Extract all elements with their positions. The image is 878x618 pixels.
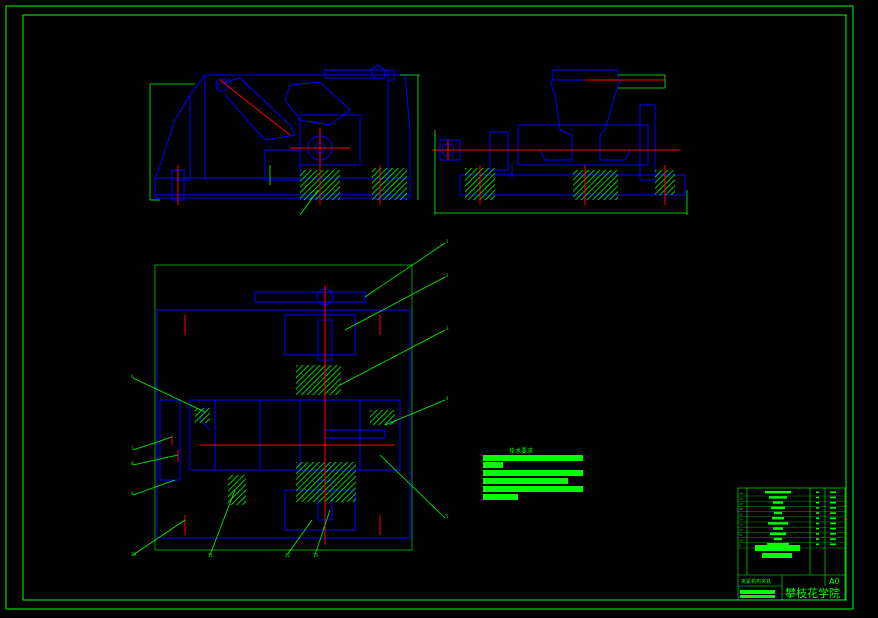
parts-list-qty [816, 512, 819, 514]
parts-list-material [830, 512, 836, 514]
parts-list-number: 15 [739, 512, 743, 516]
parts-list-qty [816, 507, 819, 509]
parts-list-number: 18 [739, 497, 743, 501]
parts-list-name [771, 506, 785, 509]
parts-list-name [773, 527, 783, 530]
part-number-label: 5 [446, 514, 449, 519]
part-number-label: 1 [446, 239, 449, 244]
parts-list-number: 10 [739, 538, 743, 542]
part-number-label: 4 [446, 396, 449, 401]
parts-list-material [830, 533, 836, 535]
parts-list-material [830, 491, 836, 494]
front-view-dimensions [149, 74, 420, 216]
parts-list-number: 14 [739, 518, 743, 522]
part-number-label: 12 [285, 553, 291, 558]
parts-list-number: 12 [739, 528, 743, 532]
top-view-hatch-right-jaw [370, 410, 395, 425]
tech-requirements-heading: 技术要求 [509, 447, 533, 455]
parts-list-material [830, 527, 836, 530]
front-view-hatch-right [372, 168, 407, 200]
parts-list-number: 16 [739, 507, 743, 511]
title-block-fill [740, 590, 775, 594]
drawing-title: 夹紧机构夹具 [741, 578, 771, 585]
side-view-centerlines [432, 79, 680, 205]
parts-list-name [774, 537, 782, 541]
side-view-dimensions [434, 74, 688, 215]
side-view-hatch-mid [573, 170, 618, 200]
front-view-centerlines [177, 79, 381, 205]
parts-list-material [830, 496, 836, 499]
outer-frame [5, 5, 854, 610]
part-number-label: 9 [131, 491, 134, 496]
top-view [154, 264, 413, 551]
parts-list-name [772, 517, 784, 520]
parts-list-name [769, 496, 787, 499]
tech-req-line [483, 486, 583, 492]
parts-list-material [830, 517, 836, 520]
part-number-label: 3 [446, 326, 449, 331]
parts-list-name [767, 543, 789, 546]
parts-list-qty [816, 538, 819, 540]
part-number-label: 6 [131, 374, 134, 379]
parts-list-name [774, 511, 782, 515]
tech-req-line [483, 478, 568, 484]
parts-list-number: 17 [739, 502, 743, 506]
parts-list-qty [816, 517, 819, 520]
parts-list-qty [816, 491, 819, 494]
parts-list-qty [816, 543, 819, 546]
top-view-hatch-left-jaw [195, 408, 210, 423]
parts-list-name [768, 522, 788, 525]
sheet-size: A0 [829, 577, 840, 586]
parts-list-material [830, 522, 836, 525]
part-number-label: 11 [208, 553, 214, 558]
front-view [154, 64, 411, 201]
parts-list-material [830, 543, 836, 546]
top-view-hatch-upper [296, 365, 341, 395]
parts-list-number: 19 [739, 492, 743, 496]
parts-list-qty [816, 501, 819, 504]
top-view-centerlines [171, 285, 395, 545]
parts-list-qty [816, 496, 819, 499]
inner-frame [22, 14, 847, 601]
part-number-label: 10 [131, 552, 137, 557]
title-block-fill [740, 595, 775, 598]
parts-list-number: 13 [739, 523, 743, 527]
part-number-label: 13 [313, 553, 319, 558]
parts-list-number: 11 [739, 533, 743, 537]
parts-list-material [830, 538, 836, 540]
parts-list-number: 9 [739, 544, 741, 548]
part-number-label: 7 [131, 446, 134, 451]
tech-req-line [483, 470, 583, 476]
top-view-hatch-lower [296, 462, 356, 502]
tech-req-line [483, 462, 503, 468]
title-block [737, 487, 846, 601]
tech-req-line [483, 494, 518, 500]
part-number-label: 2 [446, 273, 449, 278]
title-block-fill [762, 553, 792, 558]
parts-list-qty [816, 527, 819, 530]
leader-lines [132, 242, 446, 556]
parts-list-material [830, 507, 836, 509]
school-name: 攀枝花学院 [785, 586, 840, 600]
tech-requirements: 技术要求 [483, 447, 583, 500]
parts-list-name [765, 491, 791, 494]
parts-list-name [770, 532, 786, 535]
parts-list-name [773, 501, 783, 504]
part-number-label: 8 [131, 461, 134, 466]
parts-list-qty [816, 533, 819, 535]
tech-req-line [483, 455, 583, 461]
parts-list-qty [816, 522, 819, 525]
parts-list-material [830, 501, 836, 504]
title-block-fill [755, 545, 800, 551]
